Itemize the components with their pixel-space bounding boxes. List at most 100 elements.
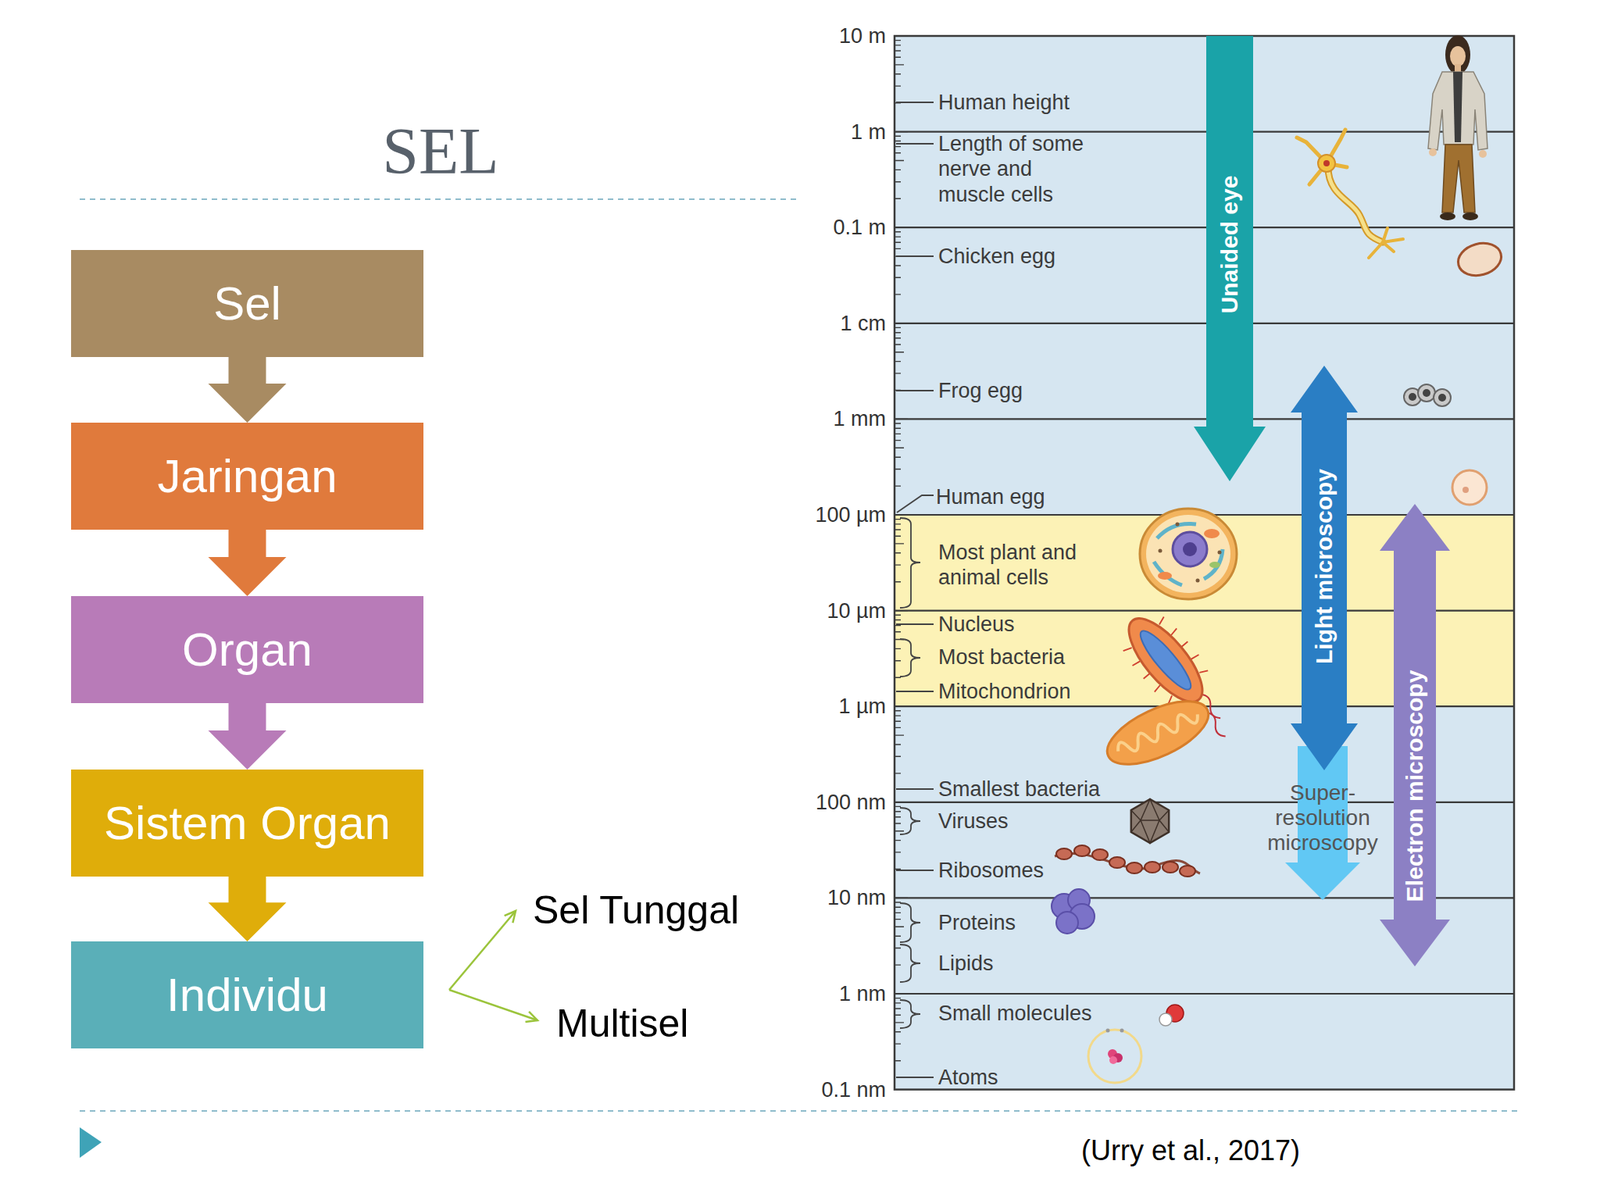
scale-value: 10 nm bbox=[827, 885, 886, 911]
divider-line bbox=[79, 198, 801, 200]
protein-lobe bbox=[1056, 911, 1079, 934]
arrow-body bbox=[1379, 503, 1450, 967]
brace bbox=[900, 1000, 921, 1029]
flow-arrow bbox=[208, 357, 287, 423]
protein-icon bbox=[1051, 889, 1095, 934]
er bbox=[1153, 523, 1223, 586]
arrow-label: Electron microscopy bbox=[1401, 670, 1429, 903]
ribosome bbox=[1144, 861, 1161, 873]
decade-lines bbox=[894, 132, 1515, 994]
slide-title: SEL bbox=[382, 113, 499, 190]
outer-membrane bbox=[1098, 688, 1218, 778]
atom-sphere bbox=[1159, 1013, 1172, 1026]
leader-line bbox=[896, 495, 934, 513]
size-label: Human height bbox=[938, 89, 1070, 115]
scale-value: 1 µm bbox=[838, 693, 886, 719]
ribosome bbox=[1056, 848, 1072, 860]
branch-label: Sel Tunggal bbox=[532, 886, 740, 934]
scale-frame bbox=[894, 35, 1515, 1090]
ribosome bbox=[1074, 845, 1090, 857]
granule bbox=[1196, 578, 1200, 583]
arrow-body bbox=[1290, 365, 1358, 771]
flow-arrow bbox=[208, 703, 287, 770]
axon bbox=[1328, 167, 1383, 243]
scale-arrow: Light microscopy bbox=[1290, 365, 1358, 771]
scale-value: 100 nm bbox=[815, 789, 886, 815]
branch-arrow bbox=[449, 989, 538, 1021]
flow-arrow bbox=[208, 529, 287, 597]
scale-value: 1 cm bbox=[839, 310, 886, 336]
decade-line bbox=[894, 226, 1515, 229]
leader-line bbox=[896, 255, 934, 258]
size-label: Ribosomes bbox=[938, 857, 1044, 883]
leader-line bbox=[896, 142, 934, 145]
decade-line bbox=[894, 417, 1515, 420]
small-molecule-icon bbox=[1159, 1004, 1184, 1026]
size-label: Human egg bbox=[935, 484, 1046, 510]
scale-value: 1 mm bbox=[833, 406, 887, 432]
cell-wall bbox=[1117, 607, 1215, 714]
box-label: Individu bbox=[166, 967, 329, 1022]
cell-membrane bbox=[1139, 508, 1237, 600]
process-box: Sistem Organ bbox=[71, 769, 424, 877]
size-label: Most bacteria bbox=[938, 644, 1065, 670]
frog-egg-icon bbox=[1403, 384, 1451, 407]
log-ticks bbox=[894, 35, 908, 1061]
leader-line bbox=[896, 623, 934, 625]
scale-value: 100 µm bbox=[814, 502, 886, 528]
scale-arrow: Super- resolution microscopy bbox=[1285, 746, 1361, 900]
mitochondrion-icon bbox=[1098, 688, 1218, 778]
brace bbox=[900, 517, 921, 608]
size-label: Chicken egg bbox=[938, 243, 1056, 269]
branch-label: Multisel bbox=[556, 1000, 689, 1047]
hair bbox=[1445, 35, 1471, 75]
scale-arrow: Electron microscopy bbox=[1379, 503, 1450, 967]
atom-icon bbox=[1088, 1028, 1142, 1084]
brace bbox=[900, 807, 921, 835]
divider-line bbox=[79, 1110, 1521, 1112]
scale-value: 1 nm bbox=[839, 981, 886, 1007]
ribosome bbox=[1092, 849, 1108, 861]
ribosome bbox=[1109, 857, 1125, 868]
arrow-body bbox=[1193, 35, 1266, 482]
chicken-egg-icon bbox=[1454, 238, 1505, 280]
organelle bbox=[1157, 571, 1172, 580]
dendrites bbox=[1296, 129, 1347, 185]
decade-line bbox=[894, 322, 1515, 325]
size-label: Viruses bbox=[938, 808, 1009, 834]
decade-line bbox=[894, 131, 1515, 133]
size-label: Atoms bbox=[938, 1064, 999, 1090]
slide-marker bbox=[79, 1127, 102, 1158]
soma bbox=[1317, 154, 1336, 172]
electron bbox=[1106, 1028, 1111, 1033]
box-label: Organ bbox=[182, 622, 313, 677]
hand bbox=[1478, 150, 1487, 158]
process-box: Individu bbox=[71, 941, 424, 1049]
neutron bbox=[1109, 1056, 1118, 1065]
scale-value: 10 µm bbox=[826, 597, 886, 623]
brace bbox=[900, 903, 921, 943]
leader-line bbox=[896, 690, 934, 693]
capsid bbox=[1131, 799, 1169, 843]
process-box: Sel bbox=[71, 250, 424, 358]
organelle bbox=[1203, 528, 1220, 539]
cytoplasm bbox=[1146, 514, 1231, 593]
leader-line bbox=[896, 1076, 934, 1079]
process-box: Organ bbox=[71, 596, 424, 704]
brace bbox=[900, 944, 921, 983]
axon-terminal bbox=[1368, 228, 1404, 258]
leader-line bbox=[896, 788, 934, 790]
citation: (Urry et al., 2017) bbox=[1081, 1134, 1300, 1168]
axon-outline bbox=[1328, 167, 1383, 243]
egg bbox=[1452, 470, 1487, 505]
leader-line bbox=[896, 389, 934, 392]
granule bbox=[1158, 549, 1163, 554]
size-label: Frog egg bbox=[938, 378, 1023, 404]
animal-cell-icon bbox=[1139, 508, 1237, 600]
ribosome bbox=[1126, 862, 1143, 874]
arrow-label: Super- resolution microscopy bbox=[1264, 780, 1382, 857]
ribosome-chain-icon bbox=[1054, 845, 1200, 877]
capsid-facets bbox=[1131, 799, 1169, 843]
egg bbox=[1433, 389, 1451, 407]
neuron-icon bbox=[1296, 129, 1404, 258]
